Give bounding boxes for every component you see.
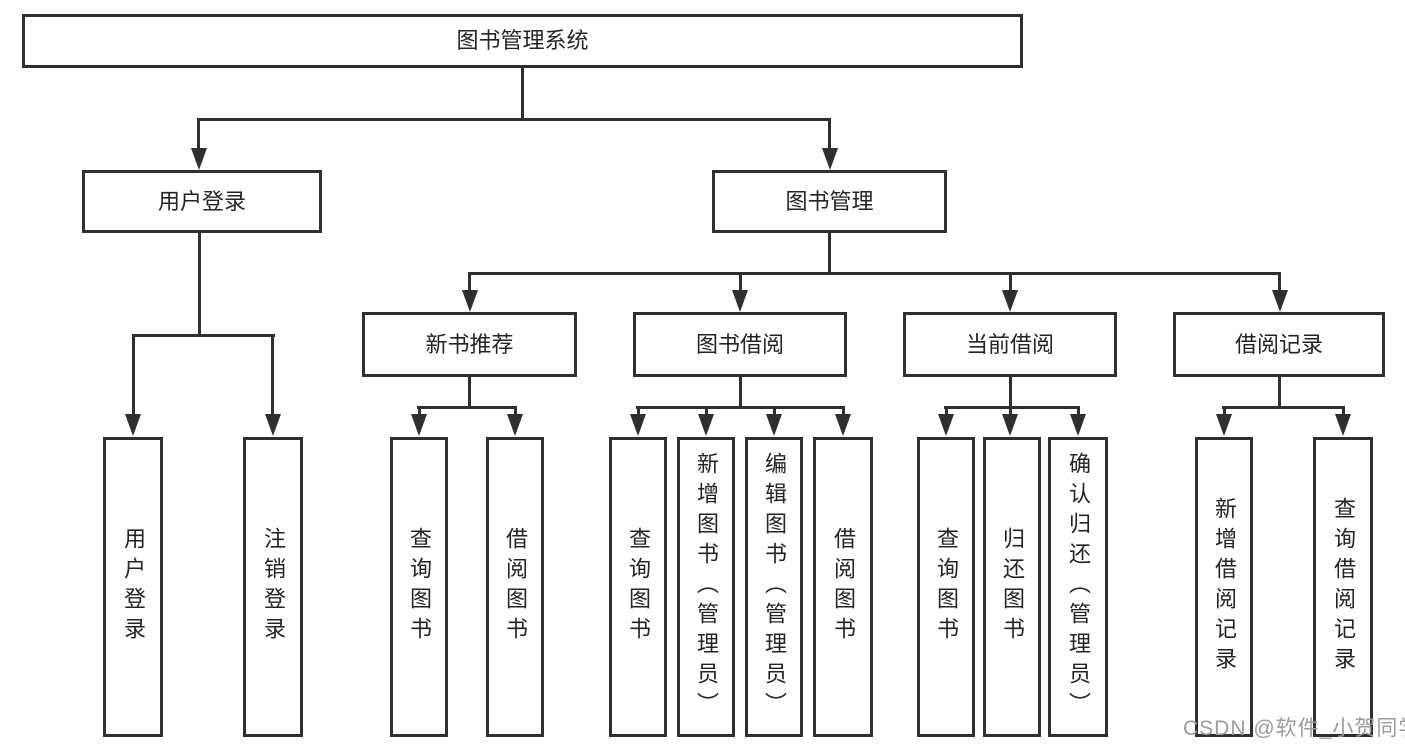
connector-current-split <box>944 406 1080 409</box>
node-book-management: 图书管理 <box>712 170 947 233</box>
connector-borrow-trunk <box>739 377 742 408</box>
arrow-to-current-borrow-icon <box>1002 290 1018 312</box>
node-current-borrow-label: 当前借阅 <box>965 331 1054 357</box>
leaf-edit-books-admin: 编辑图书（管理员） <box>745 437 803 737</box>
leaf-query-borrow-record: 查询借阅记录 <box>1313 437 1373 737</box>
arrow-current-leaf-3-icon <box>1070 414 1086 436</box>
connector-recommend-trunk <box>468 377 471 408</box>
connector-recommend-split <box>417 406 517 409</box>
leaf-return-books: 归还图书 <box>983 437 1041 737</box>
leaf-user-login: 用户登录 <box>103 437 163 737</box>
leaf-confirm-return-admin: 确认归还（管理员） <box>1048 437 1108 737</box>
arrow-recommend-leaf-1-icon <box>411 414 427 436</box>
leaf-add-books-admin: 新增图书（管理员） <box>677 437 735 737</box>
arrow-current-leaf-2-icon <box>1002 414 1018 436</box>
arrow-borrow-leaf-3-icon <box>766 414 782 436</box>
connector-recommend-arm-1 <box>418 406 421 418</box>
arrow-to-book-management-icon <box>822 148 838 170</box>
arrow-to-borrow-records-icon <box>1272 290 1288 312</box>
connector-mgmt-arm-3 <box>1009 272 1012 294</box>
leaf-borrow-query-books-label: 查询图书 <box>626 527 651 647</box>
node-book-management-label: 图书管理 <box>785 188 874 214</box>
node-book-borrow-label: 图书借阅 <box>695 331 784 357</box>
leaf-add-borrow-record: 新增借阅记录 <box>1195 437 1253 737</box>
leaf-recommend-query-books: 查询图书 <box>390 437 448 737</box>
connector-mgmt-split <box>468 272 1281 275</box>
connector-mgmt-trunk <box>828 233 831 275</box>
node-new-book-recommend: 新书推荐 <box>362 312 577 377</box>
leaf-add-borrow-record-label: 新增借阅记录 <box>1212 497 1237 677</box>
connector-borrow-arm-1 <box>637 406 640 418</box>
node-borrow-records-label: 借阅记录 <box>1234 331 1323 357</box>
connector-current-arm-3 <box>1077 406 1080 418</box>
node-new-book-recommend-label: 新书推荐 <box>425 331 514 357</box>
connector-mgmt-arm-1 <box>468 272 471 294</box>
arrow-borrow-leaf-2-icon <box>698 414 714 436</box>
leaf-user-login-label: 用户登录 <box>121 527 146 647</box>
connector-root-arm-left <box>197 118 200 152</box>
arrow-to-new-book-recommend-icon <box>462 290 478 312</box>
node-user-login: 用户登录 <box>82 170 322 233</box>
connector-user-trunk <box>198 233 201 337</box>
leaf-add-books-admin-label: 新增图书（管理员） <box>694 452 719 722</box>
arrow-to-leaf-user-login-icon <box>125 414 141 436</box>
leaf-return-books-label: 归还图书 <box>1000 527 1025 647</box>
connector-root-split <box>197 118 831 121</box>
connector-borrow-arm-2 <box>705 406 708 418</box>
connector-recommend-arm-2 <box>514 406 517 418</box>
arrow-to-user-login-icon <box>191 148 207 170</box>
connector-user-arm-2 <box>271 334 274 416</box>
leaf-borrow-books-label: 借阅图书 <box>831 527 856 647</box>
leaf-recommend-query-books-label: 查询图书 <box>407 527 432 647</box>
connector-borrow-split <box>636 406 844 409</box>
arrow-recommend-leaf-2-icon <box>507 414 523 436</box>
connector-mgmt-arm-2 <box>739 272 742 294</box>
arrow-borrow-leaf-1-icon <box>630 414 646 436</box>
connector-records-arm-1 <box>1223 406 1226 418</box>
connector-root-arm-right <box>828 118 831 152</box>
arrow-records-leaf-1-icon <box>1216 414 1232 436</box>
leaf-query-borrow-record-label: 查询借阅记录 <box>1331 497 1356 677</box>
leaf-borrow-query-books: 查询图书 <box>609 437 667 737</box>
leaf-edit-books-admin-label: 编辑图书（管理员） <box>762 452 787 722</box>
connector-current-arm-1 <box>945 406 948 418</box>
leaf-current-query-books-label: 查询图书 <box>934 527 959 647</box>
arrow-current-leaf-1-icon <box>938 414 954 436</box>
node-user-login-label: 用户登录 <box>157 188 246 214</box>
arrow-records-leaf-2-icon <box>1335 414 1351 436</box>
connector-records-split <box>1222 406 1344 409</box>
arrow-borrow-leaf-4-icon <box>835 414 851 436</box>
connector-current-arm-2 <box>1009 406 1012 418</box>
leaf-borrow-books: 借阅图书 <box>813 437 873 737</box>
connector-root-trunk <box>521 68 524 121</box>
arrow-to-book-borrow-icon <box>732 290 748 312</box>
connector-mgmt-arm-4 <box>1278 272 1281 294</box>
connector-user-arm-1 <box>132 334 135 416</box>
connector-borrow-arm-4 <box>842 406 845 418</box>
node-root-label: 图书管理系统 <box>456 28 589 53</box>
node-borrow-records: 借阅记录 <box>1173 312 1385 377</box>
node-current-borrow: 当前借阅 <box>903 312 1117 377</box>
leaf-confirm-return-admin-label: 确认归还（管理员） <box>1066 452 1091 722</box>
node-book-borrow: 图书借阅 <box>633 312 847 377</box>
node-root: 图书管理系统 <box>22 14 1023 68</box>
connector-records-arm-2 <box>1342 406 1345 418</box>
leaf-current-query-books: 查询图书 <box>917 437 975 737</box>
leaf-logout-label: 注销登录 <box>261 527 286 647</box>
leaf-recommend-borrow-books: 借阅图书 <box>486 437 544 737</box>
connector-current-trunk <box>1009 377 1012 408</box>
connector-records-trunk <box>1278 377 1281 408</box>
leaf-logout: 注销登录 <box>243 437 303 737</box>
arrow-to-leaf-logout-icon <box>265 414 281 436</box>
csdn-watermark: CSDN @软件_小贺同学 <box>1183 717 1405 740</box>
connector-borrow-arm-3 <box>773 406 776 418</box>
connector-user-split <box>132 334 275 337</box>
leaf-recommend-borrow-books-label: 借阅图书 <box>503 527 528 647</box>
